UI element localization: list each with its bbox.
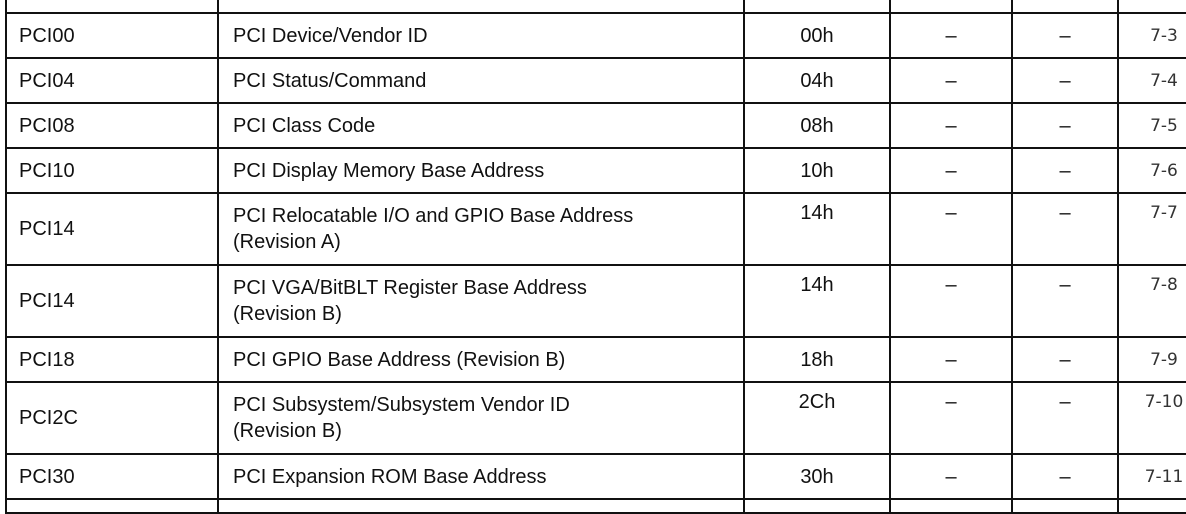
register-offset: 30h: [743, 453, 891, 500]
column-5-value: –: [1011, 102, 1119, 149]
register-description: PCI VGA/BitBLT Register Base Address (Re…: [217, 264, 745, 338]
register-name: PCI2C: [5, 381, 219, 455]
table-row-bottom-cut: [5, 498, 1186, 514]
register-description: PCI GPIO Base Address (Revision B): [217, 336, 745, 383]
register-description: PCI Class Code: [217, 102, 745, 149]
register-name: PCI14: [5, 264, 219, 338]
register-offset: 10h: [743, 147, 891, 194]
table-row: PCI14 PCI VGA/BitBLT Register Base Addre…: [5, 264, 1186, 338]
page-reference: 7-11: [1117, 453, 1186, 500]
column-4-value: –: [889, 147, 1013, 194]
register-name: PCI18: [5, 336, 219, 383]
table-row: PCI18 PCI GPIO Base Address (Revision B)…: [5, 336, 1186, 383]
table-row: PCI00 PCI Device/Vendor ID 00h – – 7-3: [5, 12, 1186, 59]
column-5-value: –: [1011, 147, 1119, 194]
register-offset: 14h: [743, 264, 891, 338]
register-description: PCI Status/Command: [217, 57, 745, 104]
register-description: PCI Device/Vendor ID: [217, 12, 745, 59]
register-name: PCI10: [5, 147, 219, 194]
register-offset: 04h: [743, 57, 891, 104]
register-description-line-1: PCI Relocatable I/O and GPIO Base Addres…: [233, 205, 634, 227]
table-row: PCI14 PCI Relocatable I/O and GPIO Base …: [5, 192, 1186, 266]
page-reference: 7-3: [1117, 12, 1186, 59]
register-name: PCI14: [5, 192, 219, 266]
register-name: PCI08: [5, 102, 219, 149]
page-reference: 7-6: [1117, 147, 1186, 194]
register-name: PCI30: [5, 453, 219, 500]
table-row: PCI2C PCI Subsystem/Subsystem Vendor ID …: [5, 381, 1186, 455]
page-reference: 7-7: [1117, 192, 1186, 266]
register-offset: 08h: [743, 102, 891, 149]
column-5-value: –: [1011, 336, 1119, 383]
column-5-value: –: [1011, 453, 1119, 500]
table-row: PCI30 PCI Expansion ROM Base Address 30h…: [5, 453, 1186, 500]
column-4-value: –: [889, 57, 1013, 104]
register-offset: 18h: [743, 336, 891, 383]
table-row-top-cut: [5, 0, 1186, 14]
column-4-value: –: [889, 336, 1013, 383]
register-description-line-2: (Revision B): [233, 303, 342, 325]
table-row: PCI04 PCI Status/Command 04h – – 7-4: [5, 57, 1186, 104]
table-row: PCI10 PCI Display Memory Base Address 10…: [5, 147, 1186, 194]
register-table: PCI00 PCI Device/Vendor ID 00h – – 7-3 P…: [5, 0, 1186, 514]
page-reference: 7-5: [1117, 102, 1186, 149]
register-description: PCI Subsystem/Subsystem Vendor ID (Revis…: [217, 381, 745, 455]
column-5-value: –: [1011, 12, 1119, 59]
page-reference: 7-8: [1117, 264, 1186, 338]
column-5-value: –: [1011, 192, 1119, 266]
register-offset: 00h: [743, 12, 891, 59]
page-reference: 7-9: [1117, 336, 1186, 383]
register-description-line-2: (Revision A): [233, 231, 341, 253]
table-row: PCI08 PCI Class Code 08h – – 7-5: [5, 102, 1186, 149]
column-5-value: –: [1011, 381, 1119, 455]
register-description-line-1: PCI Subsystem/Subsystem Vendor ID: [233, 394, 570, 416]
page-reference: 7-10: [1117, 381, 1186, 455]
register-offset: 14h: [743, 192, 891, 266]
register-description: PCI Display Memory Base Address: [217, 147, 745, 194]
register-description-line-1: PCI VGA/BitBLT Register Base Address: [233, 277, 587, 299]
column-4-value: –: [889, 381, 1013, 455]
column-4-value: –: [889, 192, 1013, 266]
register-name: PCI04: [5, 57, 219, 104]
column-4-value: –: [889, 453, 1013, 500]
column-5-value: –: [1011, 57, 1119, 104]
register-name: PCI00: [5, 12, 219, 59]
register-description: PCI Relocatable I/O and GPIO Base Addres…: [217, 192, 745, 266]
column-5-value: –: [1011, 264, 1119, 338]
column-4-value: –: [889, 12, 1013, 59]
register-offset: 2Ch: [743, 381, 891, 455]
page-reference: 7-4: [1117, 57, 1186, 104]
column-4-value: –: [889, 102, 1013, 149]
register-description: PCI Expansion ROM Base Address: [217, 453, 745, 500]
register-description-line-2: (Revision B): [233, 420, 342, 442]
column-4-value: –: [889, 264, 1013, 338]
